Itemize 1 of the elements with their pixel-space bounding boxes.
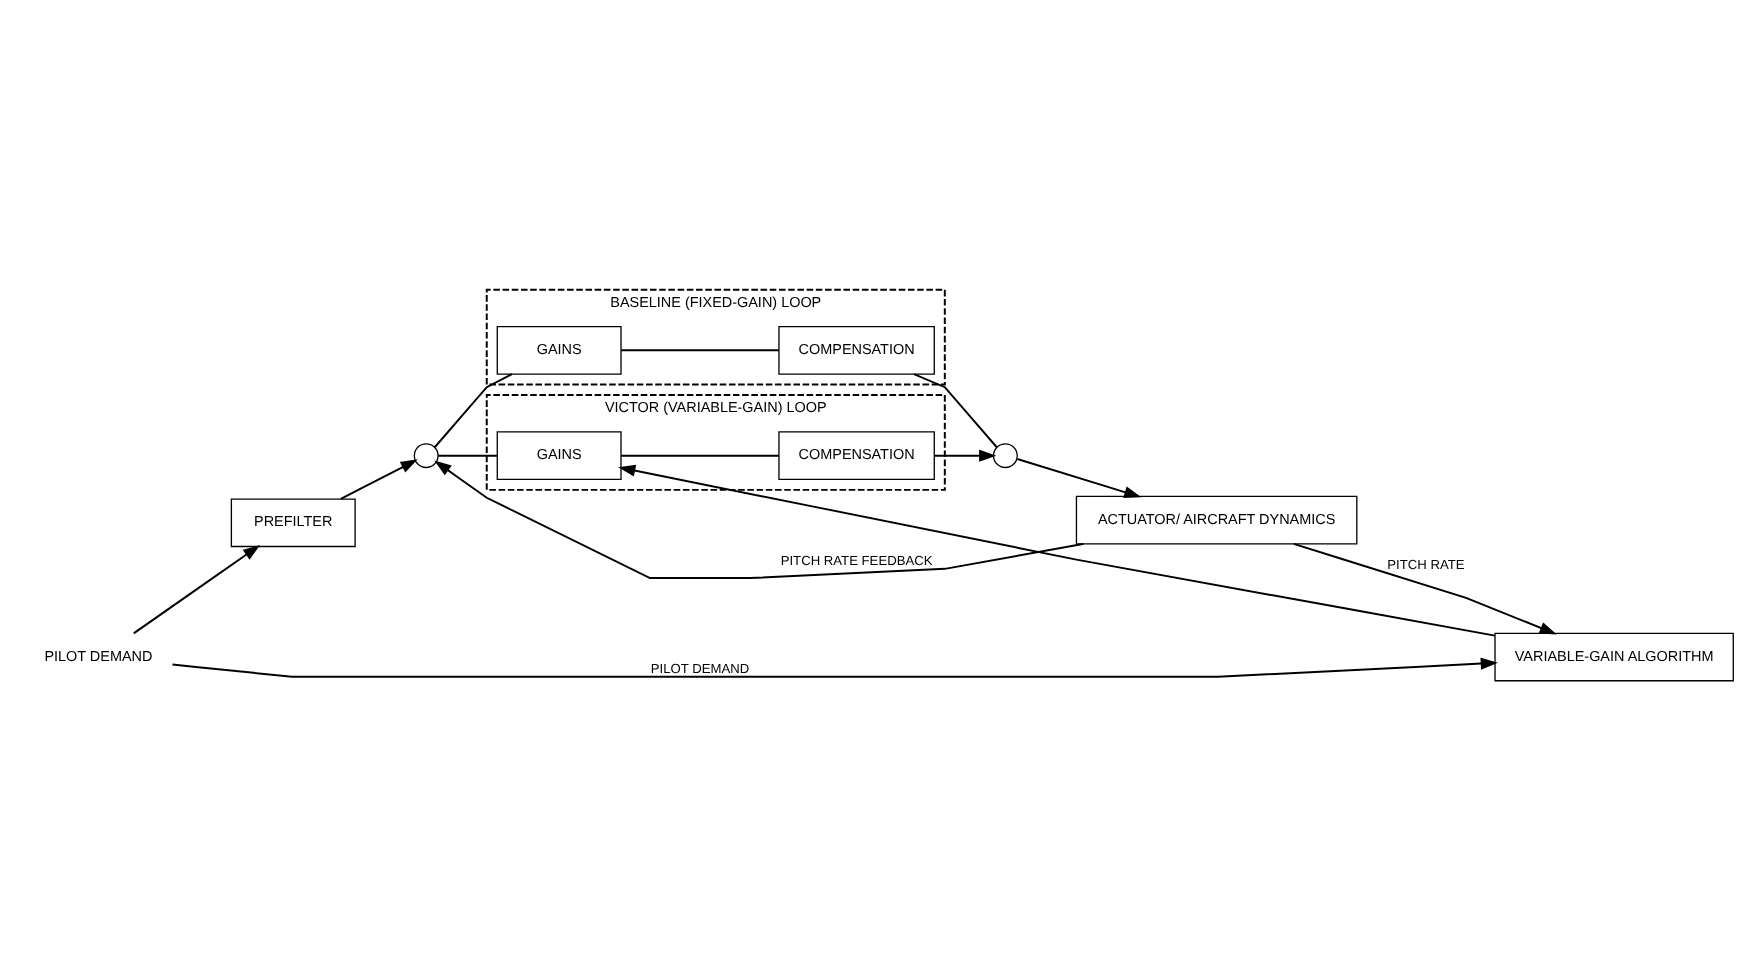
node-text: PILOT DEMAND (44, 646, 153, 665)
